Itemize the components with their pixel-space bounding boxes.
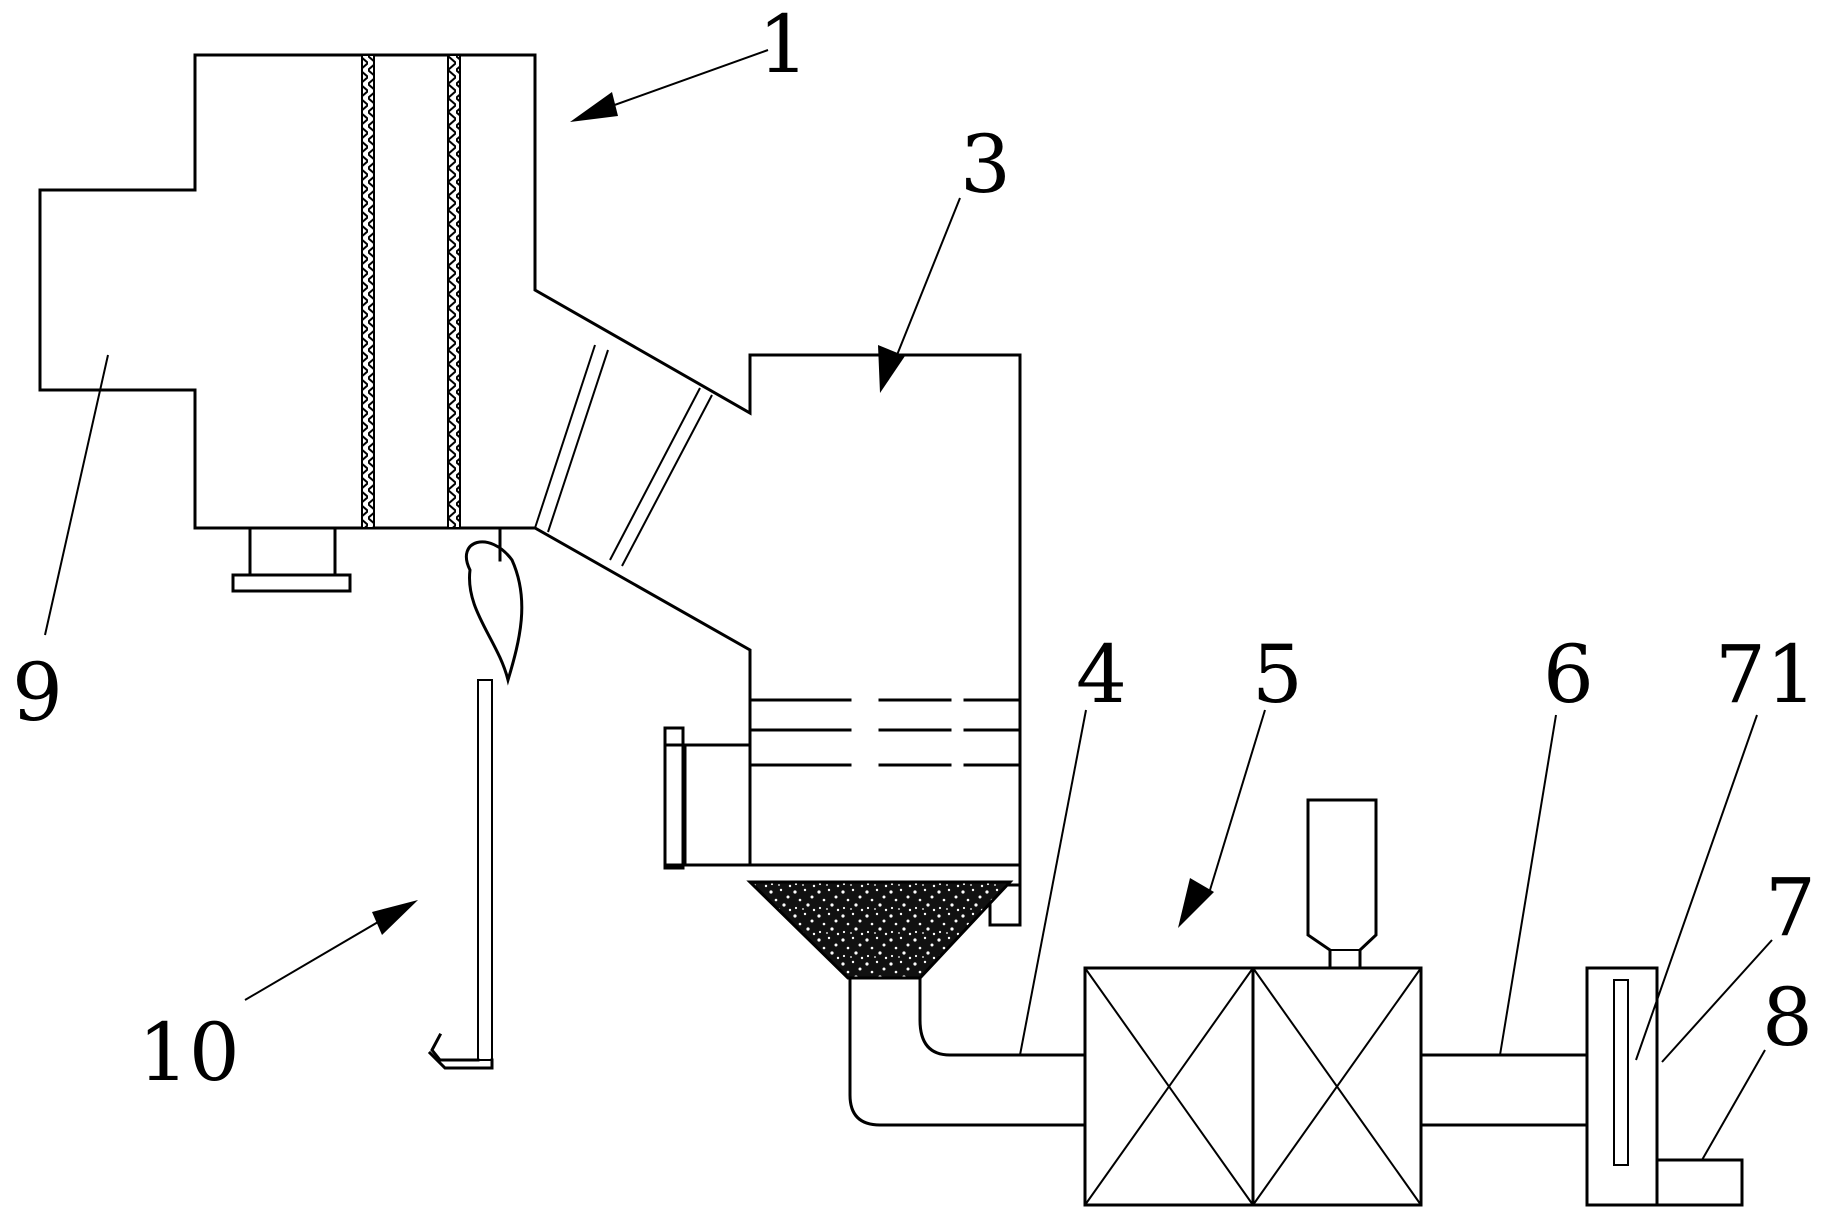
label-3: 3 xyxy=(960,118,1011,211)
arrow-10 xyxy=(372,900,418,935)
label-8: 8 xyxy=(1762,971,1813,1064)
main-housing xyxy=(38,53,1022,927)
arrow-3 xyxy=(878,345,905,393)
arrow-5 xyxy=(1178,878,1214,928)
base-block xyxy=(1655,1158,1744,1207)
label-71: 71 xyxy=(1715,628,1817,721)
leader-lines xyxy=(44,49,1773,1161)
label-1: 1 xyxy=(758,0,809,91)
labels: 1 3 4 5 6 71 7 8 9 10 xyxy=(12,0,1817,1099)
label-9: 9 xyxy=(12,646,63,739)
label-10: 10 xyxy=(138,1006,240,1099)
label-4: 4 xyxy=(1076,628,1127,721)
pipe-4 xyxy=(848,976,1087,1127)
connecting-duct xyxy=(534,344,713,567)
pipe-6 xyxy=(1419,1053,1589,1127)
mixing-box xyxy=(1083,798,1423,1207)
dosing-vessel xyxy=(1306,798,1378,970)
hopper xyxy=(746,880,1014,980)
probe xyxy=(1613,979,1629,1166)
arrow-1 xyxy=(570,92,618,122)
filter-column-left xyxy=(361,54,375,529)
hook xyxy=(427,540,524,1070)
label-5: 5 xyxy=(1252,628,1303,721)
label-7: 7 xyxy=(1765,861,1816,954)
bottom-port-flange xyxy=(231,573,352,593)
side-port-flange xyxy=(663,726,685,870)
filter-column-right xyxy=(447,54,461,529)
label-6: 6 xyxy=(1543,628,1594,721)
bottom-port xyxy=(248,526,337,577)
end-vessel xyxy=(1585,966,1659,1207)
second-chamber xyxy=(663,698,1022,980)
